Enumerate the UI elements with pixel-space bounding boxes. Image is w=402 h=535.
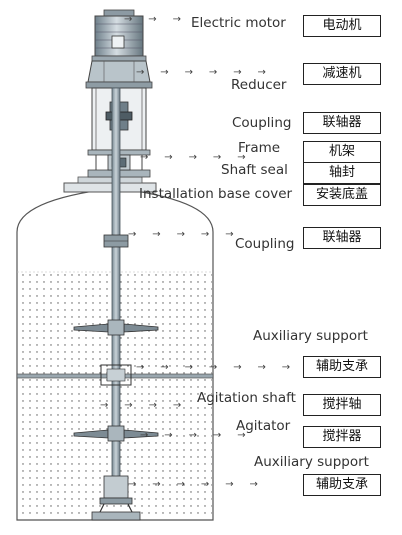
upper-auxiliary-support bbox=[16, 364, 214, 386]
label-en-auxiliary-support-upper: Auxiliary support bbox=[253, 328, 368, 344]
arrow-icon: → bbox=[148, 14, 157, 25]
label-en-auxiliary-support-lower: Auxiliary support bbox=[254, 454, 369, 470]
label-cn-auxiliary-support-upper: 辅助支承 bbox=[303, 356, 381, 378]
arrow-row: → → → → bbox=[100, 400, 181, 412]
arrow-icon: → bbox=[136, 362, 145, 373]
label-cn-coupling-upper: 联轴器 bbox=[303, 112, 381, 134]
label-cn-electric-motor: 电动机 bbox=[303, 15, 381, 37]
arrow-icon: → bbox=[128, 229, 137, 240]
arrow-icon: → bbox=[140, 430, 149, 441]
arrow-icon: → bbox=[184, 362, 193, 373]
arrow-icon: → bbox=[225, 229, 234, 240]
arrow-icon: → bbox=[233, 362, 242, 373]
label-en-electric-motor: Electric motor bbox=[191, 15, 286, 31]
bottom-auxiliary-support bbox=[91, 475, 141, 521]
arrow-icon: → bbox=[164, 152, 173, 163]
label-cn-coupling-lower: 联轴器 bbox=[303, 227, 381, 249]
arrow-icon: → bbox=[237, 152, 246, 163]
label-cn-reducer: 减速机 bbox=[303, 63, 381, 85]
arrow-icon: → bbox=[212, 152, 222, 163]
arrow-icon: → bbox=[100, 400, 109, 411]
arrow-icon: → bbox=[200, 479, 210, 490]
label-en-agitator: Agitator bbox=[236, 418, 291, 434]
arrow-row: → → → → → → → bbox=[136, 362, 290, 374]
label-cn-auxiliary-support-lower: 辅助支承 bbox=[303, 474, 381, 496]
arrow-icon: → bbox=[257, 67, 266, 78]
label-en-shaft-seal: Shaft seal bbox=[221, 162, 288, 178]
label-en-reducer: Reducer bbox=[231, 77, 287, 93]
arrow-icon: → bbox=[124, 400, 133, 411]
arrow-row: → → → → → → bbox=[128, 479, 258, 491]
arrow-icon: → bbox=[136, 67, 145, 78]
arrow-icon: → bbox=[172, 14, 181, 25]
label-cn-shaft-seal: 轴封 bbox=[303, 162, 381, 184]
arrow-icon: → bbox=[128, 479, 137, 490]
arrow-icon: → bbox=[172, 400, 182, 411]
arrow-icon: → bbox=[140, 152, 149, 163]
arrow-row: → → → → → → bbox=[136, 67, 266, 79]
label-cn-agitator: 搅拌器 bbox=[303, 426, 381, 448]
arrow-icon: → bbox=[188, 430, 197, 441]
label-en-agitation-shaft: Agitation shaft bbox=[197, 390, 296, 406]
arrow-row: → → → → → bbox=[140, 430, 246, 442]
arrow-icon: → bbox=[237, 430, 246, 441]
lower-agitator bbox=[73, 425, 159, 442]
arrow-icon: → bbox=[225, 479, 234, 490]
upper-agitator bbox=[73, 319, 159, 336]
arrow-row: → → → → → bbox=[128, 229, 234, 241]
arrow-icon: → bbox=[176, 229, 185, 240]
label-cn-agitation-shaft: 搅拌轴 bbox=[303, 394, 381, 416]
arrow-icon: → bbox=[257, 362, 266, 373]
lower-coupling bbox=[103, 234, 129, 248]
arrow-icon: → bbox=[188, 152, 197, 163]
arrow-icon: → bbox=[200, 229, 210, 240]
arrow-icon: → bbox=[124, 14, 133, 25]
arrow-icon: → bbox=[152, 479, 161, 490]
arrow-icon: → bbox=[208, 67, 218, 78]
electric-motor bbox=[91, 9, 147, 62]
label-en-installation-base-cover: Installation base cover bbox=[139, 186, 293, 202]
arrow-icon: → bbox=[152, 229, 161, 240]
label-en-coupling-upper: Coupling bbox=[232, 115, 292, 131]
arrow-icon: → bbox=[164, 430, 173, 441]
label-en-coupling-lower: Coupling bbox=[235, 236, 295, 252]
arrow-icon: → bbox=[208, 362, 218, 373]
arrow-icon: → bbox=[212, 430, 222, 441]
label-cn-frame: 机架 bbox=[303, 141, 381, 163]
arrow-icon: → bbox=[176, 479, 185, 490]
arrow-icon: → bbox=[184, 67, 193, 78]
arrow-row: → → → → → bbox=[140, 152, 246, 164]
arrow-icon: → bbox=[160, 67, 169, 78]
label-en-frame: Frame bbox=[238, 140, 281, 156]
arrow-icon: → bbox=[148, 400, 157, 411]
arrow-icon: → bbox=[281, 362, 291, 373]
arrow-icon: → bbox=[233, 67, 242, 78]
label-cn-installation-base-cover: 安装底盖 bbox=[303, 184, 381, 206]
arrow-icon: → bbox=[160, 362, 169, 373]
arrow-row: → → → bbox=[124, 14, 181, 26]
arrow-icon: → bbox=[249, 479, 258, 490]
